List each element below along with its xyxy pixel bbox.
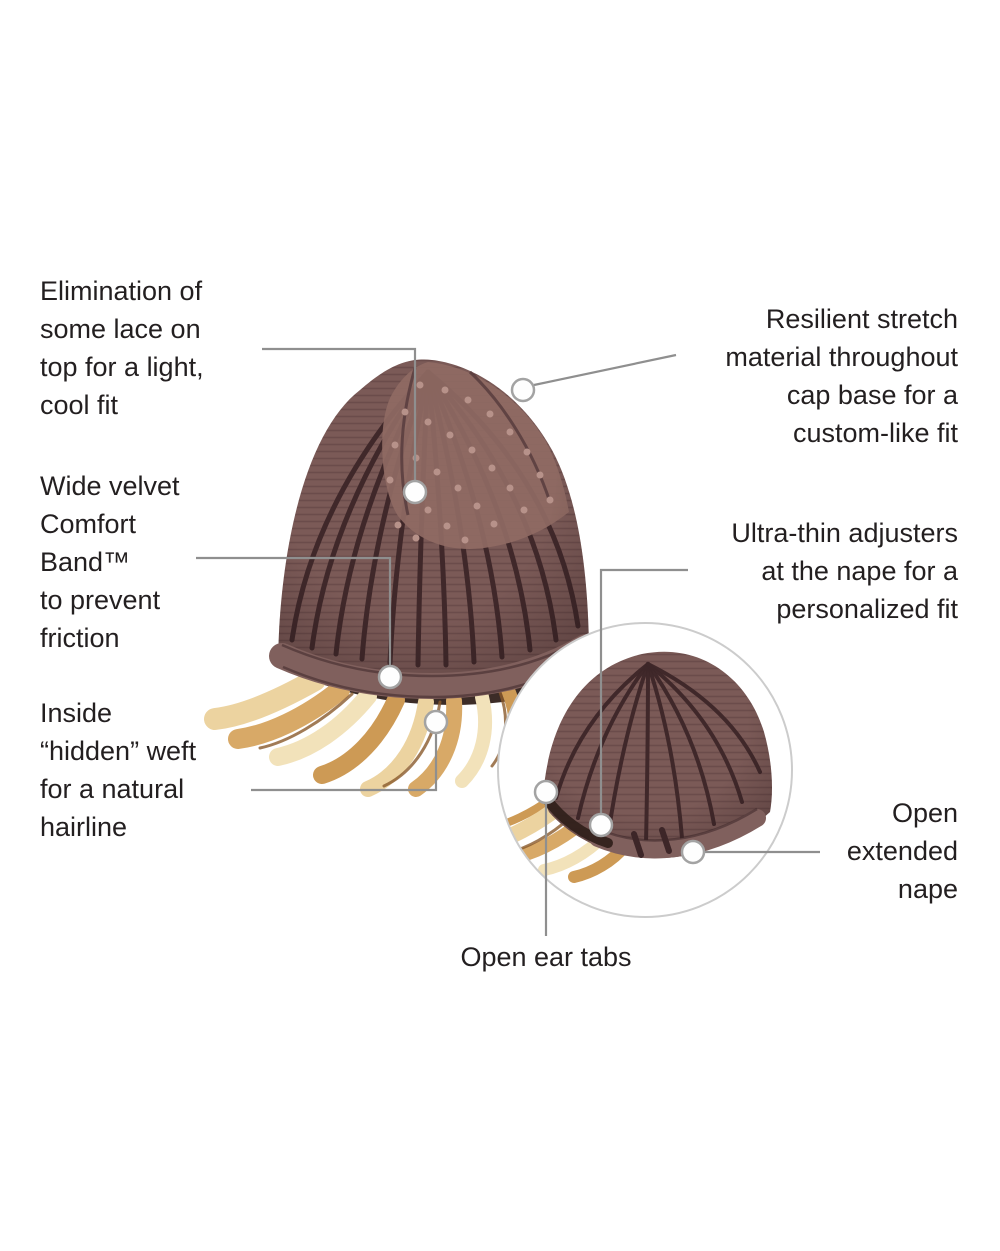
dot-hidden-weft: [423, 709, 449, 735]
callout-extended-nape: Open extended nape: [846, 798, 958, 904]
dot-lace-top: [402, 479, 428, 505]
main-cap-illustration: [204, 359, 599, 797]
inset-hair-roots: [541, 793, 613, 848]
callout-stretch-material: Resilient stretch material throughout ca…: [725, 304, 958, 448]
dot-ear-tabs: [533, 779, 559, 805]
dot-adjusters: [588, 812, 614, 838]
hair-lock: [269, 687, 377, 766]
dot-comfort-band: [377, 664, 403, 690]
cap-shading: [278, 359, 589, 688]
leader-stretch-material: [533, 353, 677, 387]
nape-adjusters: [631, 827, 672, 858]
hair-lock: [228, 680, 350, 749]
hair-lock: [360, 694, 434, 797]
leader-lines: [196, 347, 820, 936]
inset-rim: [497, 622, 793, 918]
callout-ear-tabs: Open ear tabs: [460, 942, 632, 972]
hair-strand-shadow: [258, 692, 354, 750]
hair-lock: [408, 693, 463, 797]
leader-comfort-band: [196, 556, 392, 666]
callout-adjusters: Ultra-thin adjusters at the nape for a p…: [731, 518, 958, 624]
callout-lace-top: Elimination of some lace on top for a li…: [40, 276, 204, 420]
leader-lace-top: [262, 347, 417, 481]
hair-lock: [313, 691, 405, 784]
dot-extended-nape: [680, 839, 706, 865]
leader-adjusters: [599, 568, 688, 814]
nape-band: [589, 807, 766, 859]
hair-lock: [204, 669, 326, 730]
leader-hidden-weft: [251, 734, 438, 792]
callout-dots: [377, 377, 706, 865]
dot-stretch-material: [510, 377, 536, 403]
callout-hidden-weft: Inside “hidden” weft for a natural hairl…: [40, 698, 197, 842]
callout-comfort-band: Wide velvet Comfort Band™ to prevent fri…: [40, 471, 180, 653]
hair-lock: [455, 690, 492, 788]
